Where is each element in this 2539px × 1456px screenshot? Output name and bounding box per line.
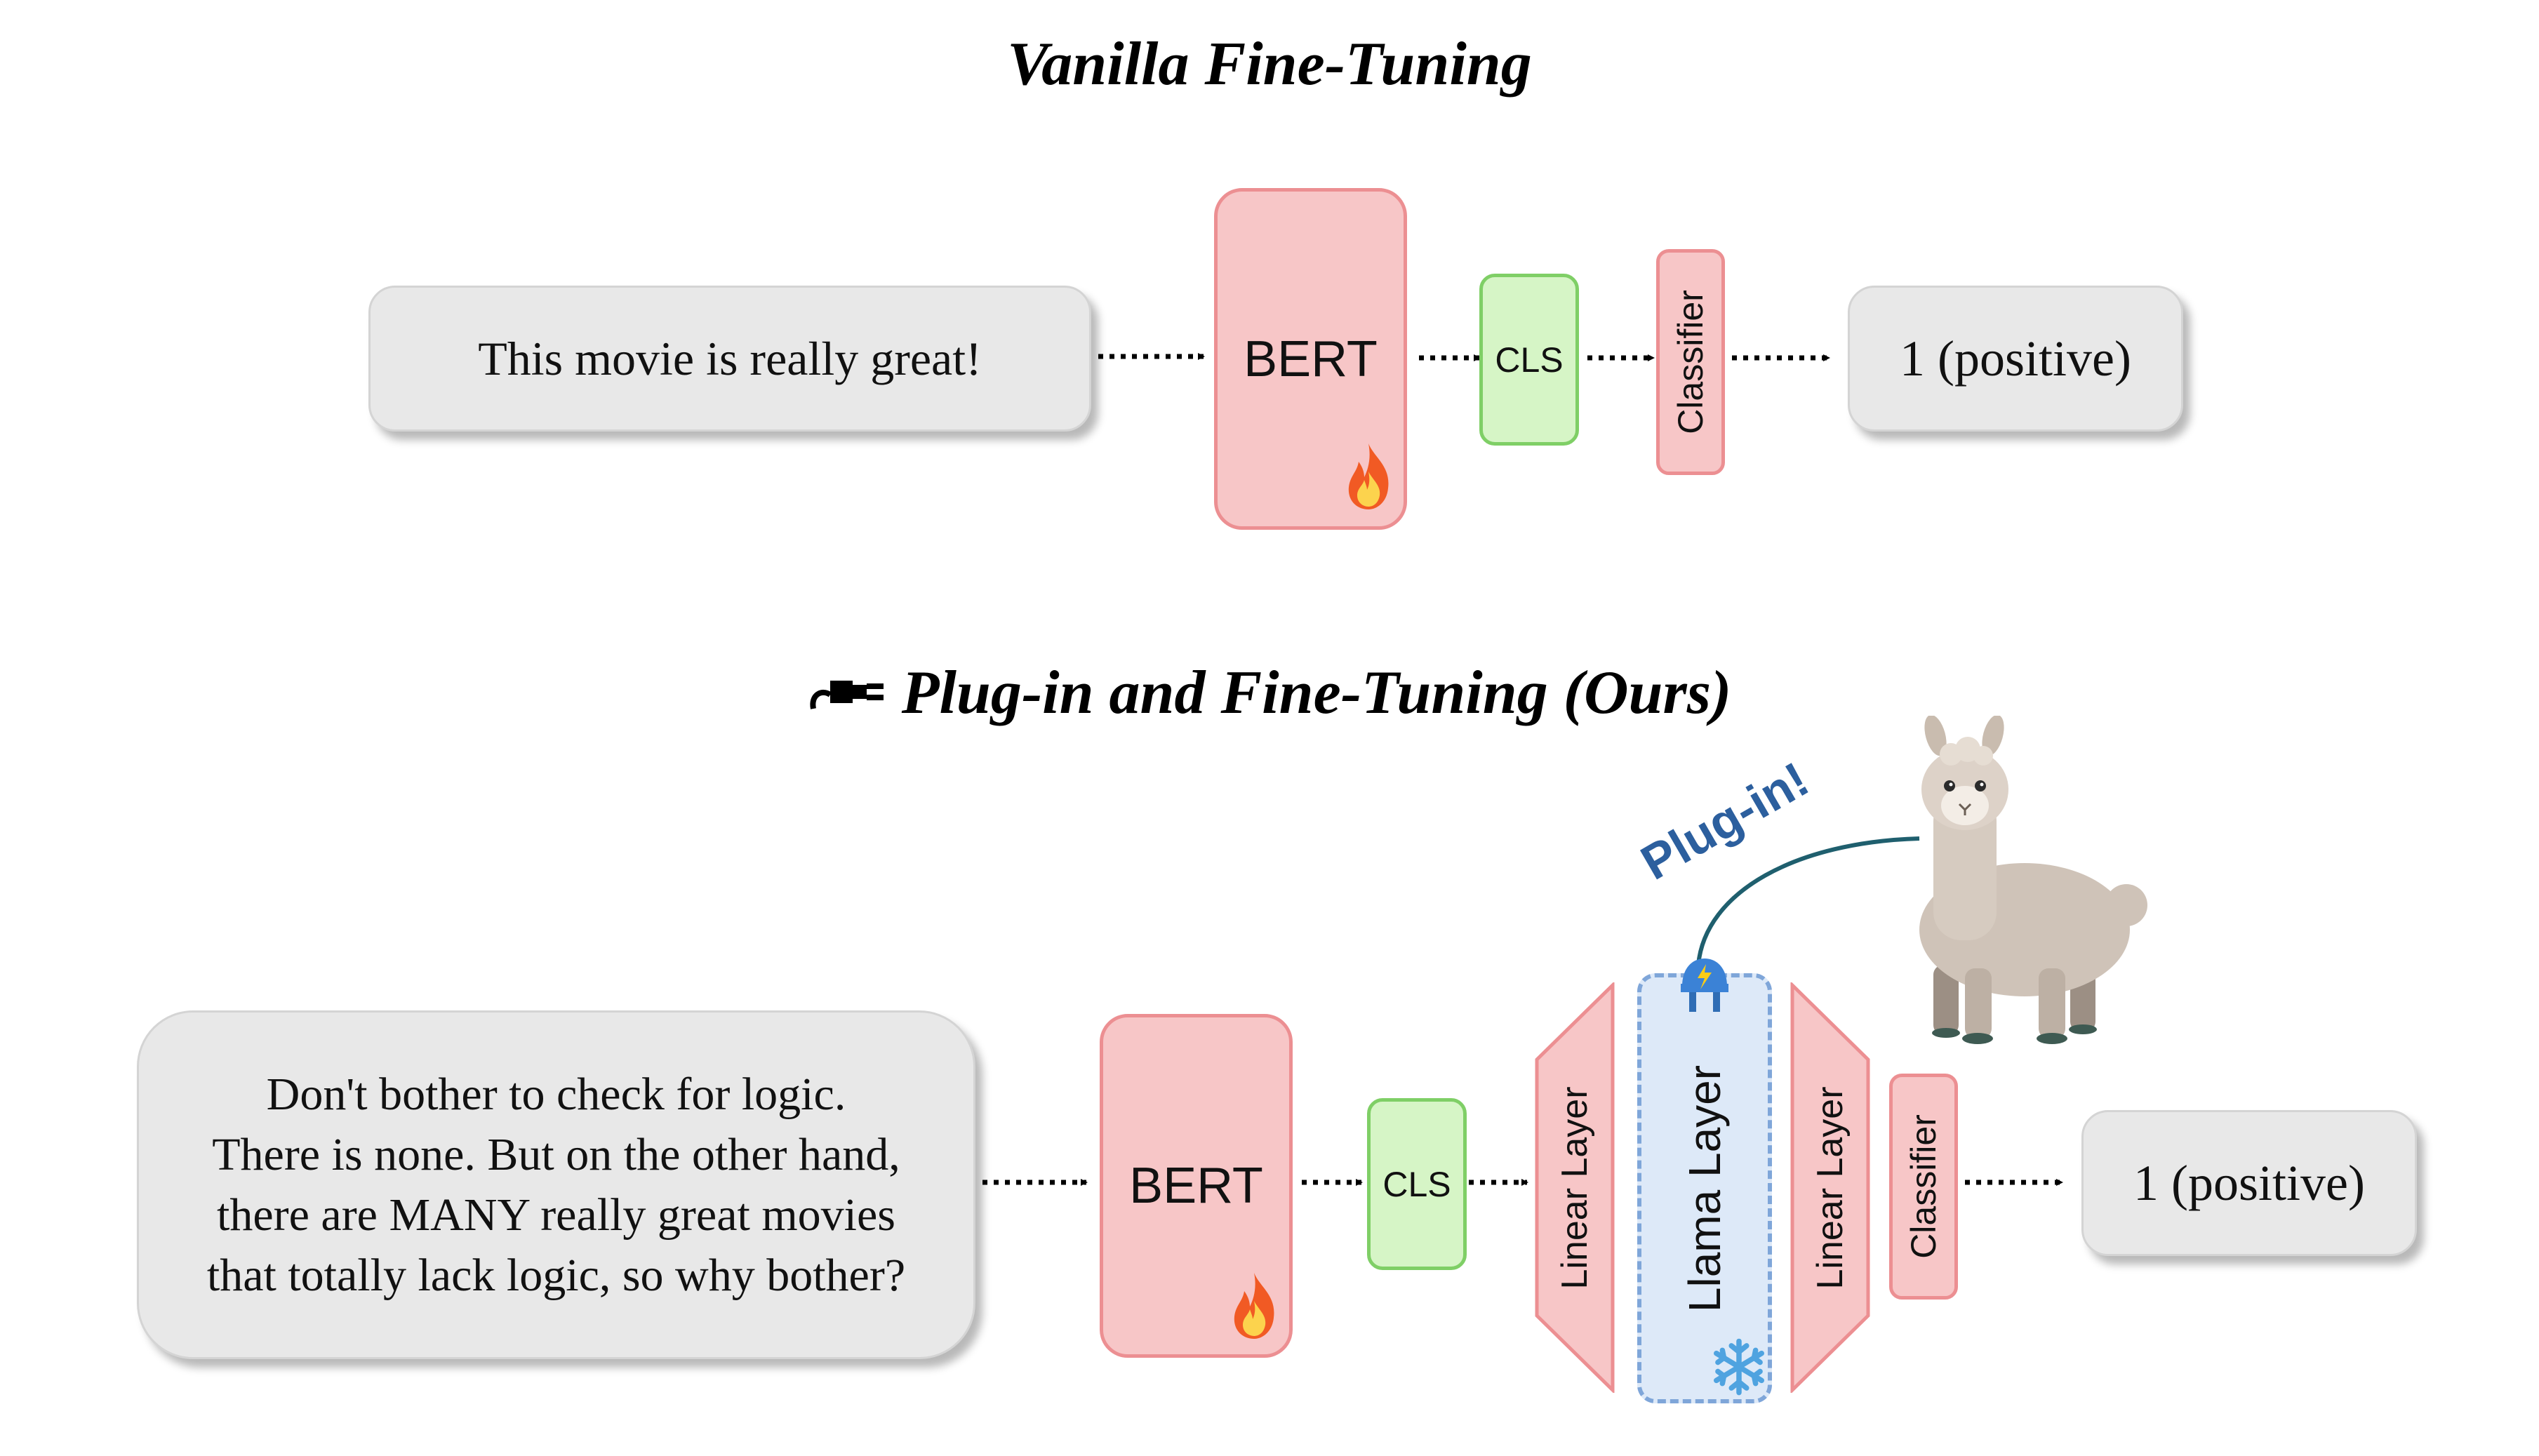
ours-classifier-label: Classifier [1904, 1114, 1943, 1259]
plug-connector-icon [1681, 959, 1728, 1012]
vanilla-cls-block: CLS [1479, 274, 1579, 446]
ours-input-line: that totally lack logic, so why bother? [206, 1249, 906, 1301]
linear-layer-2: Linear Layer [1790, 982, 1871, 1393]
ours-input-box: Don't bother to check for logic. There i… [137, 1010, 975, 1359]
ours-title: Plug-in and Fine-Tuning (Ours) [901, 659, 1732, 727]
fire-icon [1348, 443, 1389, 509]
vanilla-classifier-block: Classifier [1656, 249, 1725, 475]
ours-bert-label: BERT [1129, 1158, 1263, 1214]
fire-icon [1234, 1273, 1274, 1339]
linear-layer-1-shape [1535, 982, 1615, 1393]
llama-layer-label: Llama Layer [1679, 1064, 1730, 1312]
vanilla-output-box: 1 (positive) [1848, 286, 2183, 432]
vanilla-classifier-label: Classifier [1671, 290, 1710, 434]
ours-cls-block: CLS [1367, 1098, 1467, 1270]
ours-bert-block: BERT [1100, 1014, 1293, 1358]
vanilla-title: Vanilla Fine-Tuning [1007, 30, 1532, 98]
ours-input-line: There is none. But on the other hand, [212, 1128, 900, 1180]
vanilla-bert-label: BERT [1244, 330, 1378, 387]
linear-layer-1: Linear Layer [1534, 982, 1615, 1393]
llama-layer-block: Llama Layer [1637, 973, 1772, 1403]
ours-classifier-block: Classifier [1889, 1074, 1958, 1300]
plugin-cable [1696, 836, 1920, 966]
linear-layer-2-label: Linear Layer [1810, 1086, 1851, 1290]
linear-layer-2-shape [1790, 982, 1870, 1393]
vanilla-cls-label: CLS [1495, 340, 1564, 380]
linear-layer-1-label: Linear Layer [1554, 1086, 1595, 1290]
plug-icon [810, 681, 884, 709]
vanilla-bert-block: BERT [1214, 188, 1407, 530]
ours-title-row: Plug-in and Fine-Tuning (Ours) [0, 661, 2539, 724]
llama-illustration [1919, 716, 2147, 1044]
vanilla-input-box: This movie is really great! [368, 286, 1091, 432]
ours-output-text: 1 (positive) [2133, 1154, 2365, 1211]
ours-output-box: 1 (positive) [2081, 1110, 2417, 1256]
ours-input-line: there are MANY really great movies [217, 1189, 895, 1241]
vanilla-input-text: This movie is really great! [478, 331, 982, 385]
ours-input-line: Don't bother to check for logic. [266, 1068, 846, 1120]
ours-cls-label: CLS [1382, 1164, 1451, 1204]
vanilla-output-text: 1 (positive) [1900, 330, 2131, 387]
snowflake-icon [1713, 1338, 1765, 1396]
